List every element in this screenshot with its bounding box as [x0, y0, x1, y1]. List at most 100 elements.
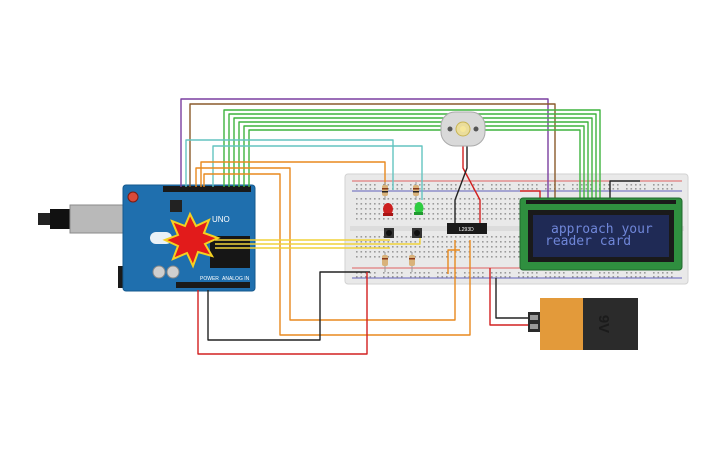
breadboard-hole: [491, 276, 493, 278]
breadboard-hole: [495, 203, 498, 205]
breadboard-hole: [437, 256, 439, 258]
breadboard-hole: [495, 276, 498, 278]
arduino-uno-board[interactable]: UNO POWER ANALOG IN: [38, 184, 256, 292]
breadboard-hole: [428, 251, 430, 253]
breadboard-hole: [450, 251, 453, 253]
breadboard-hole: [374, 184, 376, 186]
breadboard-hole: [495, 272, 498, 274]
breadboard-hole: [356, 198, 358, 200]
breadboard-hole: [486, 218, 489, 220]
resistor-1[interactable]: [382, 182, 388, 200]
breadboard-hole: [383, 184, 385, 186]
resistor-3[interactable]: [382, 252, 388, 272]
breadboard-hole: [432, 218, 435, 220]
breadboard-hole: [414, 246, 417, 248]
breadboard-hole: [446, 203, 448, 205]
breadboard-hole: [455, 236, 457, 238]
breadboard-hole: [473, 203, 475, 205]
breadboard-hole: [365, 184, 367, 186]
breadboard-hole: [437, 213, 439, 215]
breadboard-hole: [630, 188, 633, 190]
breadboard-hole: [441, 218, 444, 220]
breadboard-hole: [441, 198, 444, 200]
breadboard-hole: [401, 218, 403, 220]
breadboard-hole: [428, 188, 430, 190]
breadboard-hole: [477, 251, 480, 253]
breadboard-hole: [509, 184, 511, 186]
usb-chip: [170, 200, 182, 212]
breadboard-hole: [387, 246, 390, 248]
dc-motor-icon[interactable]: [440, 111, 486, 147]
breadboard-hole: [500, 241, 502, 243]
breadboard-hole: [509, 213, 511, 215]
breadboard-hole: [500, 256, 502, 258]
breadboard-hole: [423, 241, 426, 243]
breadboard-hole: [419, 276, 421, 278]
breadboard-hole: [473, 246, 475, 248]
breadboard-hole: [383, 236, 385, 238]
breadboard-hole: [360, 198, 363, 200]
breadboard-hole: [504, 213, 507, 215]
breadboard-hole: [581, 276, 583, 278]
breadboard-hole: [396, 218, 399, 220]
battery-9v[interactable]: 9V: [528, 298, 638, 350]
breadboard-hole: [603, 272, 606, 274]
breadboard-hole: [477, 218, 480, 220]
breadboard-hole: [383, 276, 385, 278]
breadboard-hole: [414, 184, 417, 186]
breadboard-hole: [423, 203, 426, 205]
breadboard-hole: [563, 276, 565, 278]
breadboard-hole: [450, 256, 453, 258]
breadboard-hole: [365, 188, 367, 190]
breadboard-hole: [392, 218, 394, 220]
wire-lcd-red: [520, 190, 541, 200]
breadboard-hole: [365, 218, 367, 220]
led-green[interactable]: [414, 202, 424, 215]
breadboard-hole: [477, 246, 480, 248]
breadboard-hole: [414, 203, 417, 205]
breadboard-hole: [590, 276, 592, 278]
breadboard-hole: [626, 272, 628, 274]
breadboard-hole: [428, 203, 430, 205]
lcd-display[interactable]: approach your reader card: [519, 197, 683, 271]
breadboard-hole: [486, 256, 489, 258]
breadboard-hole: [464, 241, 466, 243]
pushbutton-1[interactable]: [384, 228, 394, 238]
wire-motor-red: [462, 146, 481, 226]
board-label-uno: UNO: [212, 215, 230, 224]
breadboard-hole: [518, 236, 520, 238]
breadboard-hole: [410, 208, 412, 210]
breadboard-hole: [428, 256, 430, 258]
reset-button-icon[interactable]: [127, 191, 139, 203]
pushbutton-2[interactable]: [412, 228, 422, 238]
breadboard-hole: [500, 184, 502, 186]
breadboard-hole: [518, 241, 520, 243]
breadboard-hole: [396, 198, 399, 200]
breadboard-hole: [446, 251, 448, 253]
breadboard-hole: [360, 218, 363, 220]
breadboard-hole: [486, 246, 489, 248]
breadboard-hole: [527, 276, 529, 278]
breadboard-hole: [455, 213, 457, 215]
breadboard-hole: [378, 218, 381, 220]
breadboard-hole: [396, 256, 399, 258]
driver-chip[interactable]: L293D: [447, 223, 487, 234]
breadboard-hole: [554, 272, 556, 274]
breadboard-hole: [491, 188, 493, 190]
led-red[interactable]: [383, 203, 393, 216]
breadboard-hole: [662, 184, 664, 186]
breadboard-hole: [581, 188, 583, 190]
breadboard-hole: [518, 198, 520, 200]
breadboard-hole: [455, 188, 457, 190]
breadboard-hole: [486, 241, 489, 243]
resistor-2[interactable]: [413, 182, 419, 200]
lcd-screen: [533, 215, 669, 257]
breadboard-hole: [491, 213, 493, 215]
breadboard-hole: [500, 251, 502, 253]
breadboard-hole: [360, 203, 363, 205]
breadboard-hole: [653, 188, 655, 190]
breadboard-hole: [495, 198, 498, 200]
breadboard-hole: [356, 208, 358, 210]
breadboard-hole: [410, 218, 412, 220]
resistor-4[interactable]: [409, 252, 415, 272]
